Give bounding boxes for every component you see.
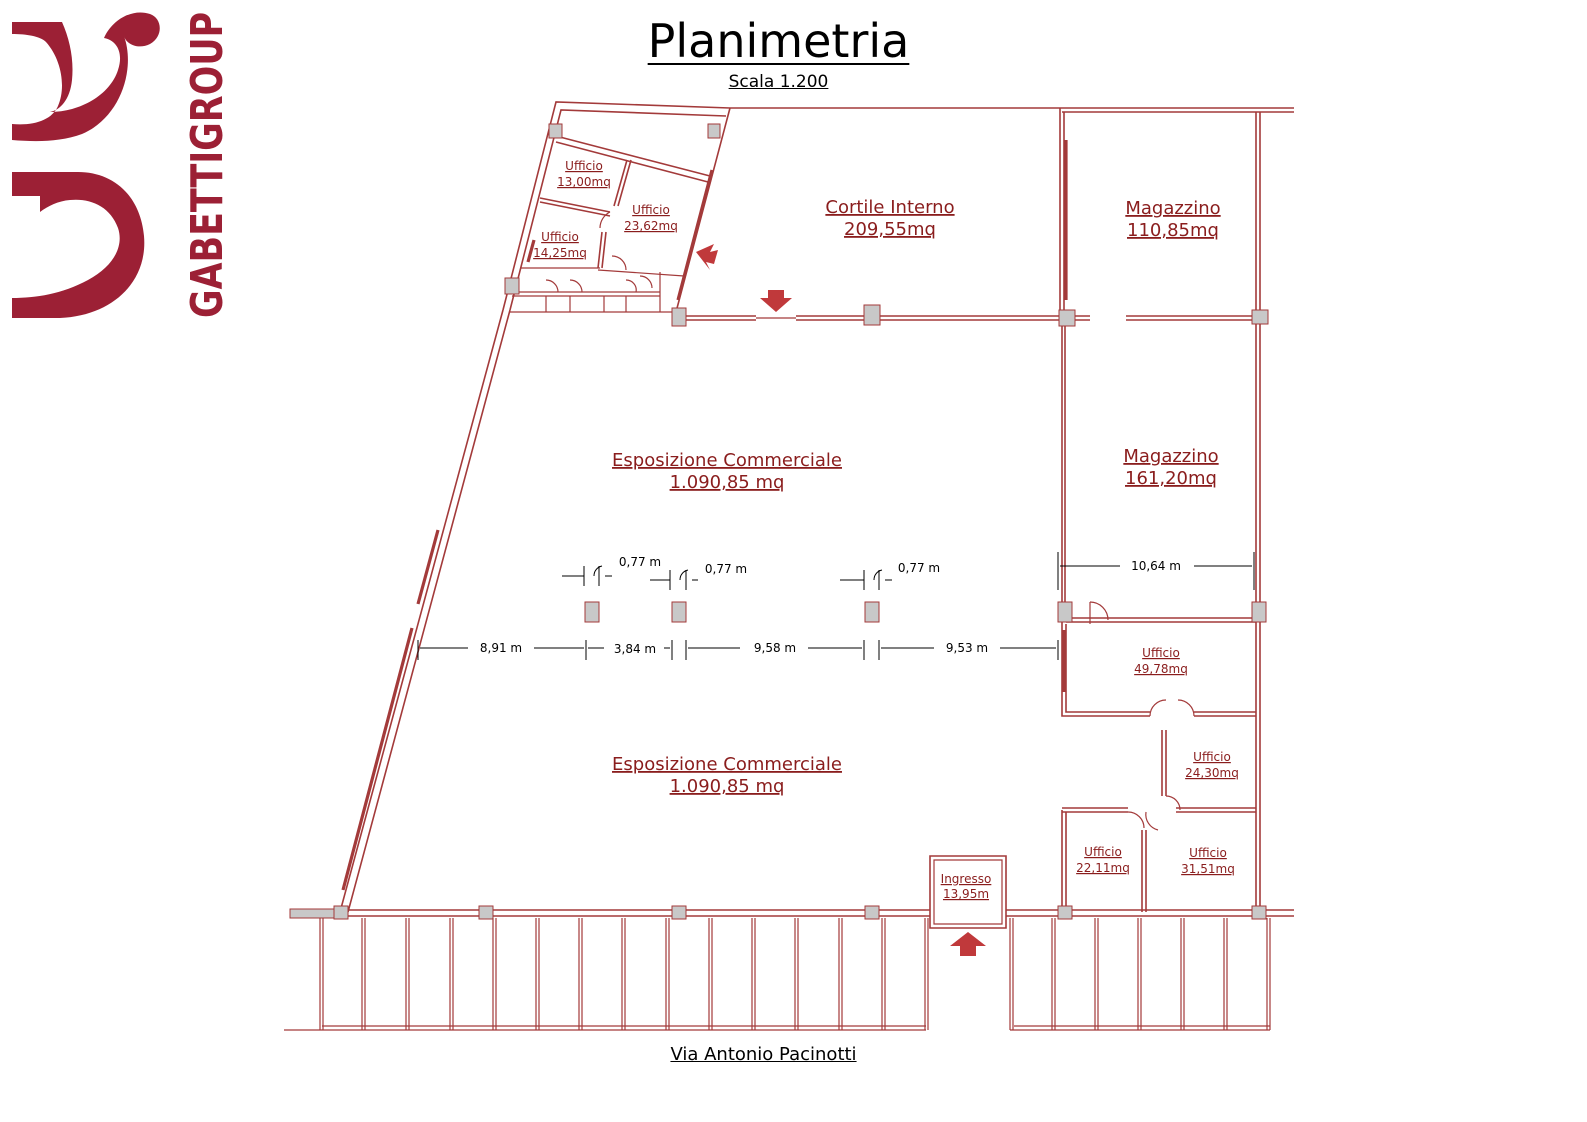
esposizione-1-name: Esposizione Commerciale [612,450,842,471]
office-block [510,135,711,313]
parking-stall-divider [449,918,454,1030]
ufficio-22-name: Ufficio [1084,845,1122,859]
dim-span-3: 9,58 m [754,641,796,655]
parking-stall-divider [924,918,929,1030]
street-label: Via Antonio Pacinotti [0,1044,1587,1065]
arrow-left-icon [696,244,718,270]
parking-stall-divider [1223,918,1228,1030]
ufficio-13-name: Ufficio [565,159,603,173]
parking-stall-divider [1051,918,1056,1030]
parking-stall-divider [361,918,366,1030]
parking-stall-divider [751,918,756,1030]
parking-stalls [284,918,1271,1031]
entrance-arrows [696,244,986,956]
ufficio-22-area: 22,11mq [1076,861,1130,875]
ufficio-31-name: Ufficio [1189,846,1227,860]
page-title-text: Planimetria [647,14,910,68]
esposizione-1-area: 1.090,85 mq [670,472,785,493]
ingresso-name: Ingresso [941,872,992,886]
esposizione-2-area: 1.090,85 mq [670,776,785,797]
dim-magazzino-width: 10,64 m [1131,559,1181,573]
page-title: Planimetria [0,14,1587,68]
dimension-lines [417,552,1255,660]
magazzino-1-name: Magazzino [1125,198,1220,219]
parking-stall-divider [708,918,713,1030]
door-swings [1089,601,1195,831]
street-text: Via Antonio Pacinotti [670,1044,857,1065]
ufficio-14-name: Ufficio [541,230,579,244]
parking-stall-divider [578,918,583,1030]
parking-stall-divider [1009,918,1014,1030]
room-labels: Cortile Interno 209,55mq Magazzino 110,8… [533,159,1239,901]
ufficio-24-name: Ufficio [1193,750,1231,764]
parking-stall-divider [1094,918,1099,1030]
gabetti-logo-icon: GABETTIGROUP [12,12,233,318]
parking-stall-divider [1180,918,1185,1030]
parking-stall-divider [319,918,324,1030]
scale-label: Scala 1.200 [0,72,1587,92]
logo-brand-text: GABETTIGROUP [182,12,233,318]
parking-stall-divider [492,918,497,1030]
dim-pillar-3: 0,77 m [898,561,940,575]
pillars [333,123,1269,920]
parking-stall-divider [881,918,886,1030]
cortile-name: Cortile Interno [825,197,954,218]
magazzino-2-name: Magazzino [1123,446,1218,467]
ufficio-23-area: 23,62mq [624,219,678,233]
scale-text: Scala 1.200 [728,72,829,92]
ufficio-14-area: 14,25mq [533,246,587,260]
dim-span-4: 9,53 m [946,641,988,655]
dim-pillar-2: 0,77 m [705,562,747,576]
ufficio-49-area: 49,78mq [1134,662,1188,676]
dim-span-1: 8,91 m [480,641,522,655]
ufficio-23-name: Ufficio [632,203,670,217]
dim-pillar-1: 0,77 m [619,555,661,569]
parking-stall-divider [405,918,410,1030]
ufficio-49-name: Ufficio [1142,646,1180,660]
parking-stall-divider [535,918,540,1030]
ingresso-area: 13,95m [943,887,989,901]
outer-walls [289,101,1294,919]
parking-stall-divider [794,918,799,1030]
cortile-area: 209,55mq [844,219,936,240]
ufficio-13-area: 13,00mq [557,175,611,189]
ufficio-24-area: 24,30mq [1185,766,1239,780]
parking-stall-divider [838,918,843,1030]
magazzino-1-area: 110,85mq [1127,220,1219,241]
ufficio-31-area: 31,51mq [1181,862,1235,876]
arrow-up-icon [950,932,986,956]
parking-stall-divider [621,918,626,1030]
interior-walls [676,108,1256,929]
parking-stall-divider [665,918,670,1030]
dim-span-2: 3,84 m [614,642,656,656]
arrow-down-icon [760,290,792,312]
dimension-labels: 0,77 m 0,77 m 0,77 m 8,91 m 3,84 m 9,58 … [480,555,1181,656]
parking-stall-divider [1137,918,1142,1030]
esposizione-2-name: Esposizione Commerciale [612,754,842,775]
magazzino-2-area: 161,20mq [1125,468,1217,489]
parking-stall-divider [1266,918,1271,1030]
